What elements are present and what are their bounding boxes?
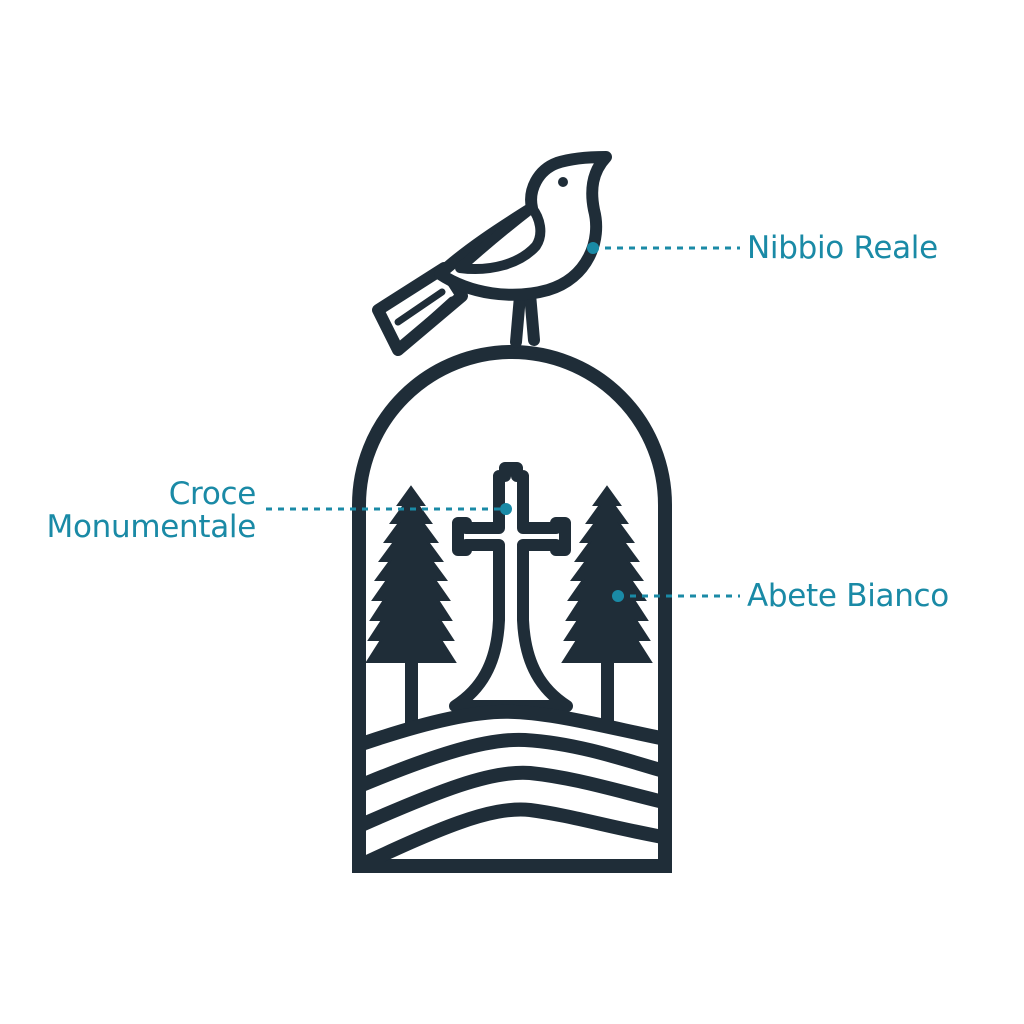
label-nibbio-reale: Nibbio Reale	[747, 230, 938, 266]
label-croce-line1: Croce	[168, 476, 257, 512]
arch-frame	[352, 345, 672, 873]
label-abete-bianco: Abete Bianco	[747, 578, 949, 614]
label-croce-monumentale: Croce Monumentale	[46, 476, 257, 545]
callout-bird	[587, 242, 740, 254]
label-croce-line2: Monumentale	[46, 509, 257, 545]
callout-cross	[266, 503, 512, 515]
callout-tree	[612, 590, 740, 602]
monumental-cross-icon	[449, 462, 573, 712]
hill-contours	[366, 704, 658, 862]
bird-icon	[372, 151, 612, 356]
left-fir-tree-icon	[366, 485, 457, 741]
right-fir-tree-icon	[561, 485, 653, 741]
